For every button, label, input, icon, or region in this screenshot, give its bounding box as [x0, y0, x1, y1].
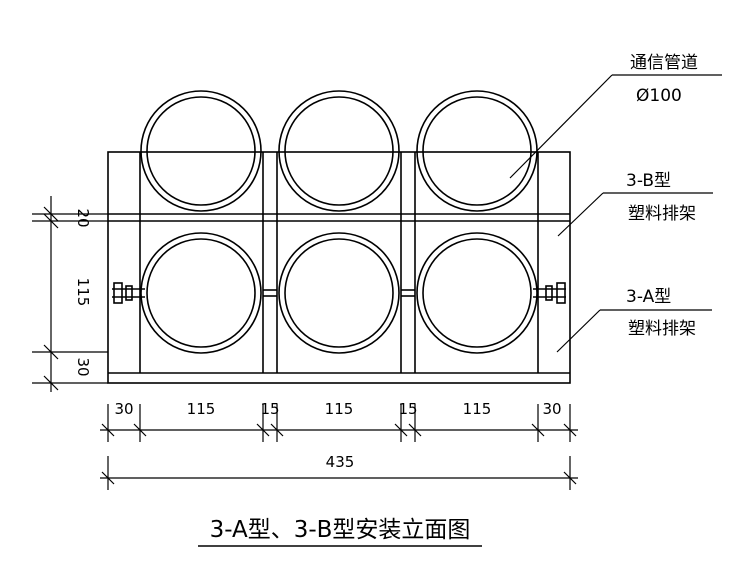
rack-a-desc-label: 塑料排架 — [628, 319, 696, 339]
v-dim-tick — [43, 344, 59, 360]
leader-pipe — [509, 74, 613, 179]
horizontal-dimensions: 30 115 15 115 15 115 30 435 — [100, 400, 578, 490]
h-dim-label: 15 — [398, 400, 417, 418]
h-dim-tick — [133, 423, 147, 437]
pipe — [140, 90, 262, 212]
rack-outer-frame — [107, 151, 571, 384]
pipe-name-label: 通信管道 — [630, 53, 698, 73]
h-dim-label: 115 — [463, 400, 492, 418]
communication-pipes — [140, 90, 538, 354]
h-dim-label: 30 — [542, 400, 561, 418]
rack-b-type-label: 3-B型 — [626, 171, 671, 191]
rack-a-type-label: 3-A型 — [626, 287, 671, 307]
pipe — [416, 90, 538, 212]
drawing-title-block: 3-A型、3-B型安装立面图 — [198, 517, 482, 547]
total-dim-label: 435 — [326, 453, 355, 471]
pipe — [278, 90, 400, 212]
callouts: 通信管道 Ø100 3-B型 塑料排架 3-A型 塑料排架 — [509, 53, 722, 353]
h-dim-label: 115 — [325, 400, 354, 418]
v-dim-label: 20 — [74, 208, 92, 227]
pipe — [278, 232, 400, 354]
h-dim-tick — [256, 423, 270, 437]
v-dim-label: 30 — [74, 357, 92, 376]
v-dim-tick — [43, 213, 59, 229]
v-dim-tick — [43, 375, 59, 391]
pipe — [140, 232, 262, 354]
rack-frame — [107, 151, 571, 384]
leader-rack-b — [557, 192, 604, 237]
v-dim-label: 115 — [74, 278, 92, 307]
drawing-title: 3-A型、3-B型安装立面图 — [210, 517, 471, 543]
h-dim-tick — [394, 423, 408, 437]
h-dim-tick — [531, 423, 545, 437]
h-dim-tick — [101, 423, 115, 437]
rack-b-desc-label: 塑料排架 — [628, 204, 696, 224]
pipe — [416, 232, 538, 354]
total-dim-tick — [563, 471, 577, 485]
side-bolt-left — [112, 282, 145, 304]
total-dim-tick — [101, 471, 115, 485]
h-dim-label: 15 — [260, 400, 279, 418]
h-dim-tick — [408, 423, 422, 437]
h-dim-tick — [563, 423, 577, 437]
side-bolt-right — [533, 282, 566, 304]
h-dim-tick — [270, 423, 284, 437]
v-dim-tick — [43, 206, 59, 222]
pipe-diameter-label: Ø100 — [636, 86, 682, 106]
h-dim-label: 30 — [114, 400, 133, 418]
leader-rack-a — [556, 309, 601, 353]
h-dim-label: 115 — [187, 400, 216, 418]
vertical-dimensions: 20 115 30 — [32, 196, 108, 392]
